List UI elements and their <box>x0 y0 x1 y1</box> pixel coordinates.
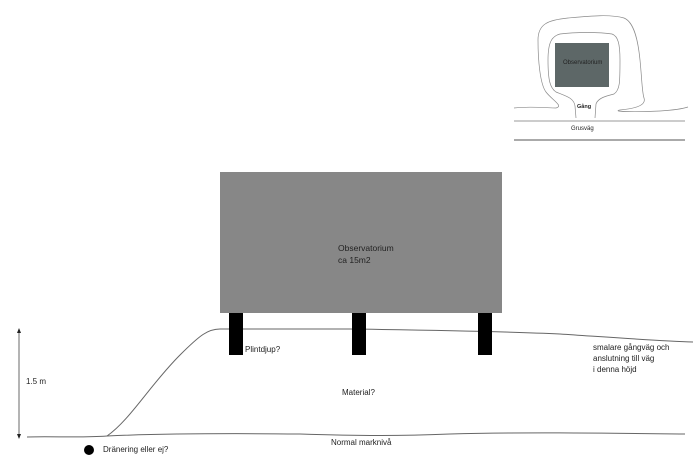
pillar-depth-label: Plintdjup? <box>245 345 281 354</box>
drainage-marker-icon <box>84 445 94 455</box>
building-label-area: ca 15m2 <box>338 255 371 265</box>
fill-material-label: Material? <box>342 388 375 397</box>
drainage-label: Dränering eller ej? <box>103 445 169 454</box>
height-label: 1.5 m <box>26 377 47 386</box>
building-label-name: Observatorium <box>338 243 394 253</box>
path-note-line-3: i denna höjd <box>593 365 637 374</box>
normal-ground-label: Normal marknivå <box>331 438 392 447</box>
site-plan-path-label: Gång <box>577 104 592 110</box>
site-plan-building <box>555 43 609 87</box>
section-view <box>17 172 694 455</box>
pillar-left <box>229 313 243 355</box>
height-dimension-arrow <box>17 328 21 439</box>
path-note-line-2: anslutning till väg <box>593 354 655 363</box>
pillar-right <box>478 313 492 355</box>
observatory-building <box>220 172 502 313</box>
ground-line-normal <box>26 432 686 438</box>
embankment-line <box>106 328 694 437</box>
path-note-line-1: smalare gångväg och <box>593 343 670 352</box>
site-plan-inner-path <box>547 32 621 119</box>
arrow-down-icon <box>17 434 21 439</box>
site-plan-road-label: Grusväg <box>571 126 594 132</box>
arrow-up-icon <box>17 328 21 333</box>
site-plan-building-label: Observatorium <box>563 60 603 66</box>
pillar-middle <box>352 313 366 355</box>
site-plan <box>513 15 689 141</box>
site-plan-outer-path <box>513 15 689 113</box>
